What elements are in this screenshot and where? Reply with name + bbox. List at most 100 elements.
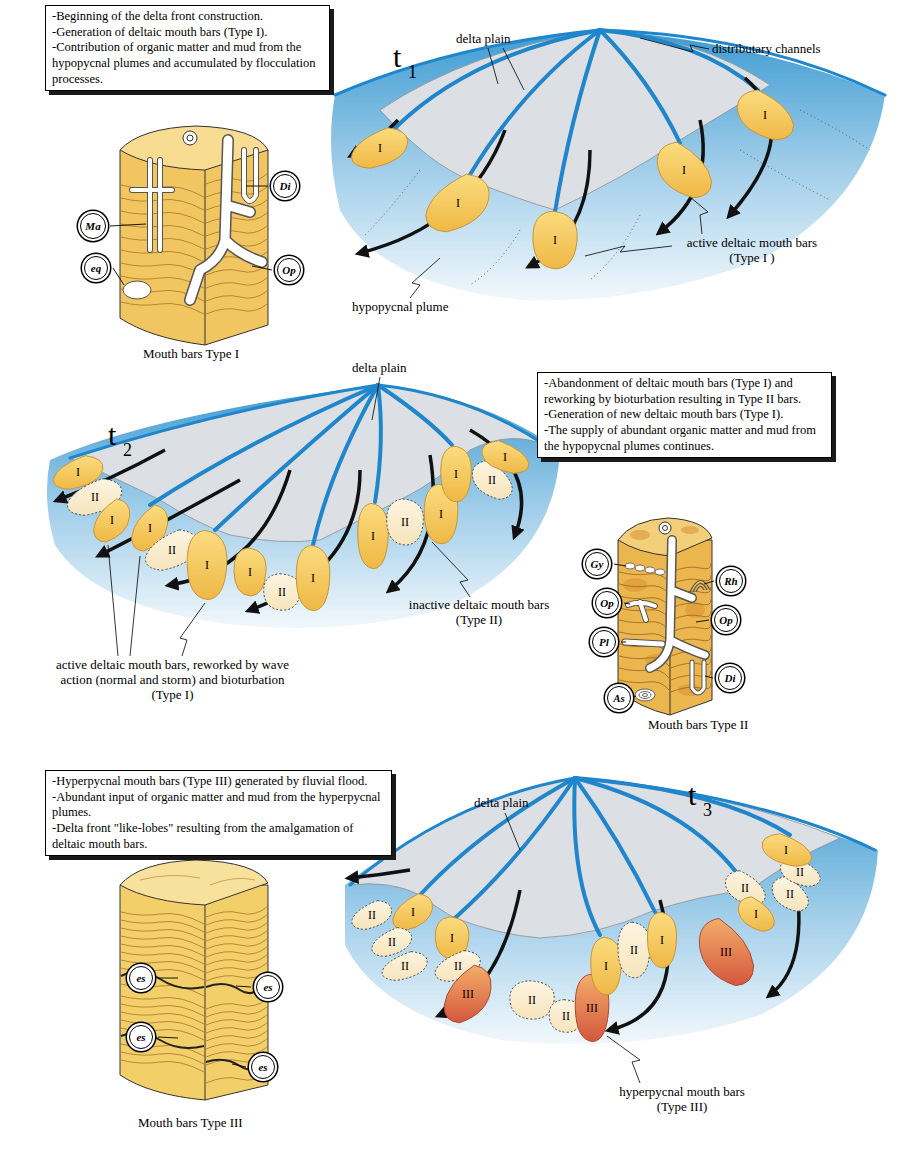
bar-type-label: II [741,881,749,896]
mouth-bar: I [734,89,796,141]
mouth-bar: II [380,951,430,981]
bar-type-label: II [368,908,376,923]
mouth-bar: I [759,833,814,867]
mouth-bar: III [696,917,756,987]
bar-type-label: I [148,521,152,536]
note-text: -Contribution of organic matter and mud … [52,40,323,87]
note-text: -Generation of deltaic mouth bars (Type … [52,25,323,41]
callout-text: Ma [85,220,100,232]
time-subscript: 1 [408,62,417,83]
mouth-bar: I [391,893,435,931]
note-text: -Generation of new deltaic mouth bars (T… [544,407,825,423]
callout-text: es [258,1061,267,1073]
bar-type-label: I [454,467,458,482]
bar-type-label: I [784,843,788,858]
block-caption: Mouth bars Type III [138,1116,243,1131]
bar-type-label: I [503,450,507,465]
bar-type-label: II [401,959,409,974]
time-label: t [688,778,696,813]
bar-type-label: I [553,233,557,248]
callout-text: Op [282,264,295,276]
callout-label: hyperpycnal mouth bars (Type III) [612,1085,752,1115]
bar-type-label: II [454,959,462,974]
block-type-1 [110,126,272,345]
bar-type-label: I [311,571,315,586]
time-subscript: 3 [703,800,712,821]
note-box: -Abandonment of deltaic mouth bars (Type… [537,372,832,458]
callout-text: Op [600,597,613,609]
bar-type-label: I [411,905,415,920]
bar-type-label: I [763,108,767,123]
trace-fossil-callout: es [256,975,280,999]
bar-type-label: I [660,933,664,948]
bar-type-label: II [562,1009,570,1024]
mouth-bar: I [291,544,335,612]
region-label: delta plain [474,796,529,811]
bar-type-label: II [91,490,99,505]
trace-fossil-callout: As [607,686,631,710]
note-text: -Abandonment of deltaic mouth bars (Type… [544,376,825,407]
delta-t3 [345,778,878,1083]
bar-type-label: II [786,887,794,902]
bar-type-label: II [796,865,804,880]
note-box: -Beginning of the delta front constructi… [45,5,330,91]
callout-label: inactive deltaic mouth bars (Type II) [395,598,563,628]
bar-type-label: II [401,515,409,530]
mouth-bar: I [181,529,233,601]
mouth-bar: I [479,440,531,474]
trace-fossil-callout: Op [277,258,301,282]
note-text: -Delta front "like-lobes" resulting from… [52,821,385,852]
callout-text: es [136,972,145,984]
trace-fossil-callout: Di [273,174,297,198]
bar-type-label: I [682,163,686,178]
note-text: -The supply of abundant organic matter a… [544,423,825,454]
region-label: delta plain [352,361,407,376]
note-text: -Abundant input of organic matter and mu… [52,790,385,821]
trace-fossil-callout: Pl [592,630,616,654]
block-caption: Mouth bars Type I [143,347,239,362]
callout-text: Di [725,672,736,684]
mouth-bar: I [736,896,776,932]
callout-text: As [613,692,625,704]
note-text: -Beginning of the delta front constructi… [52,9,323,25]
bar-type-label: II [388,935,396,950]
trace-fossil-callout: Rh [719,569,743,593]
mouth-bar: I [349,127,411,169]
callout-text: es [136,1031,145,1043]
bar-type-label: I [378,141,382,156]
trace-fossil-callout: Gy [585,552,609,576]
bar-type-label: II [488,473,496,488]
trace-fossil-callout: Op [595,591,619,615]
mouth-bar: I [423,173,493,233]
bar-type-label: I [754,907,758,922]
bar-type-label: I [371,529,375,544]
bar-type-label: II [278,585,286,600]
mouth-bar: I [436,445,476,503]
note-text: -Hyperpycnal mouth bars (Type III) gener… [52,774,385,790]
callout-text: eq [91,262,101,274]
bar-type-label: III [720,945,732,960]
callout-label: hypopycnal plume [352,300,448,315]
mouth-bar: II [370,927,414,957]
bar-type-label: I [205,558,209,573]
mouth-bar: I [92,498,132,543]
mouth-bar: I [654,141,714,199]
time-label: t [393,40,401,75]
bar-type-label: I [450,931,454,946]
mouth-bar: III [442,964,494,1024]
trace-fossil-callout: eq [84,256,108,280]
time-label: t [108,418,116,453]
bar-type-label: II [630,943,638,958]
trace-fossil-callout: es [251,1055,275,1079]
note-box: -Hyperpycnal mouth bars (Type III) gener… [45,770,392,856]
region-label: delta plain [456,32,511,47]
block-caption: Mouth bars Type II [648,718,748,733]
region-label: distributary channels [712,42,821,57]
trace-fossil-callout: Op [714,608,738,632]
mouth-bar: I [353,502,393,570]
bar-type-label: I [248,565,252,580]
bar-type-label: I [456,196,460,211]
callout-label: active deltaic mouth bars, reworked by w… [45,658,300,703]
callout-text: Pl [599,636,609,648]
